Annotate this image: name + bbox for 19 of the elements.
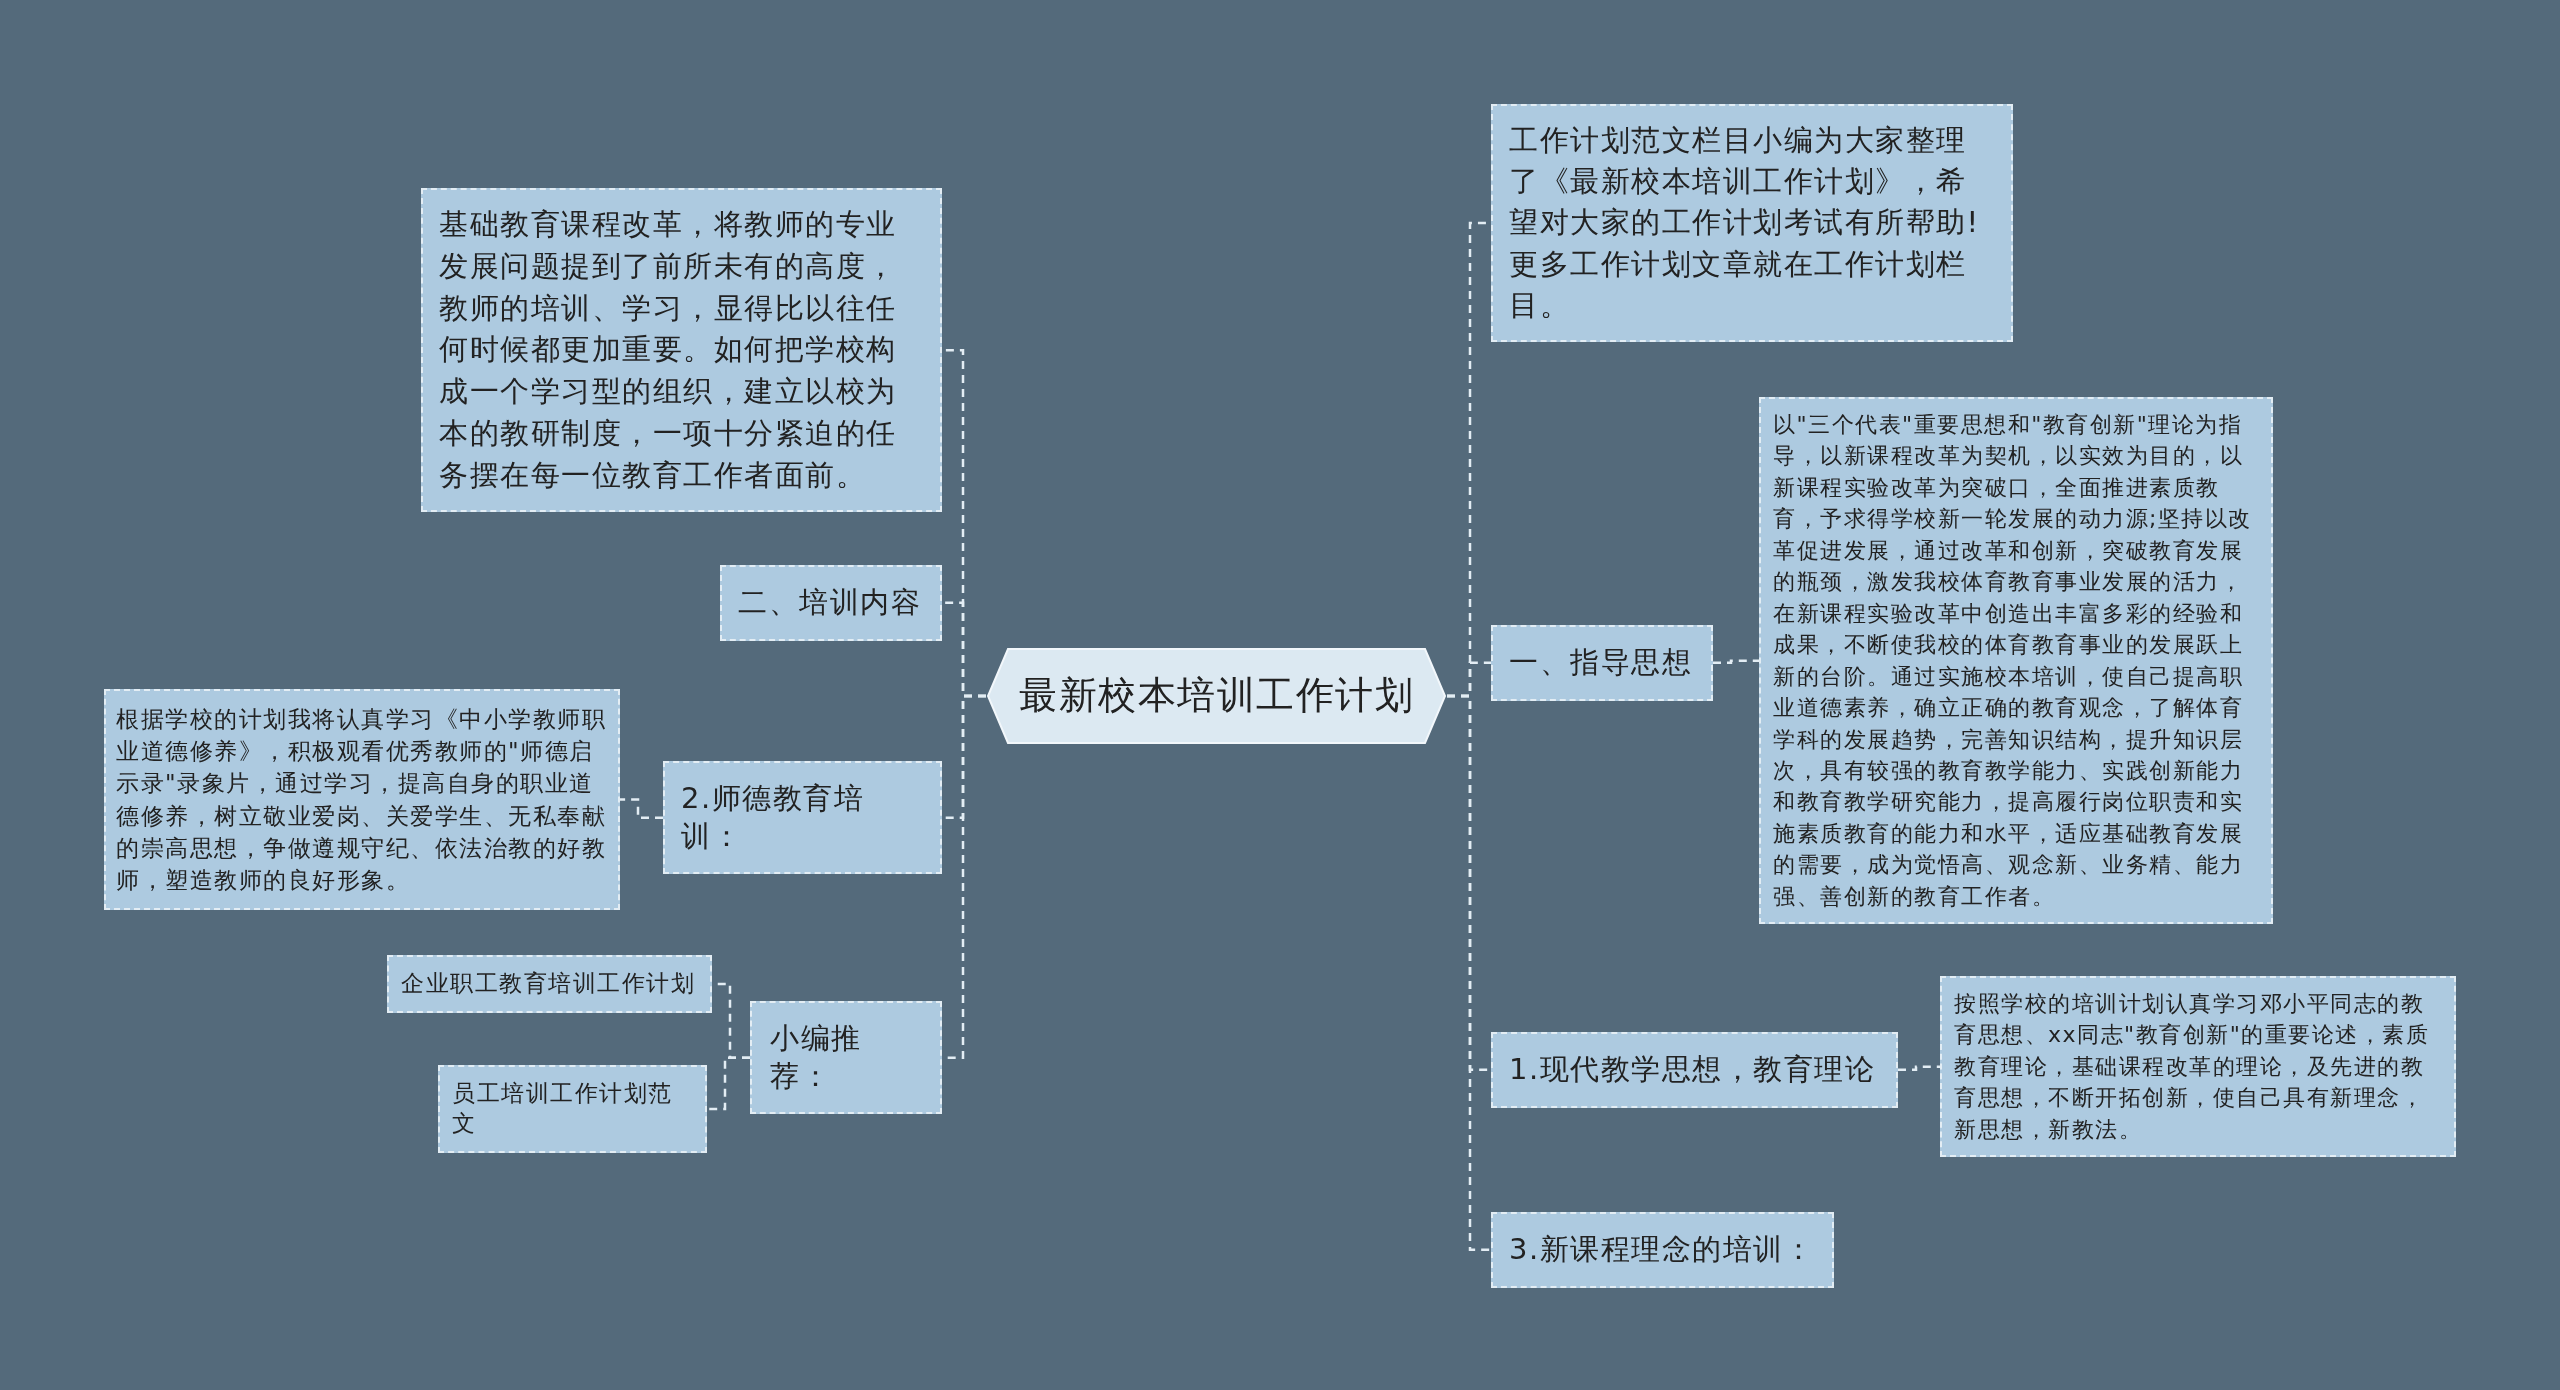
topic-box: 企业职工教育培训工作计划 xyxy=(387,955,712,1013)
topic-box: 2.师德教育培训： xyxy=(663,761,942,875)
topic-box: 小编推荐： xyxy=(750,1001,942,1115)
connector-line xyxy=(707,1056,750,1111)
topic-box: 二、培训内容 xyxy=(720,565,942,641)
title-hexagon: 最新校本培训工作计划 xyxy=(986,647,1447,745)
connector-line xyxy=(1447,694,1491,1252)
text-card: 根据学校的计划我将认真学习《中小学教师职业道德修养》，积极观看优秀教师的"师德启示录"录象片，通过学习，提高自身的职业道德修养，树立敬业爱岗、关爱学生、无私奉献的崇高思想，争做遵规守纪、依法治教的好教师，塑造教师的良好形象。 xyxy=(104,689,620,911)
topic-box: 员工培训工作计划范文 xyxy=(438,1065,707,1153)
connector-line xyxy=(620,798,663,819)
text-card: 工作计划范文栏目小编为大家整理了《最新校本培训工作计划》，希望对大家的工作计划考试有所帮助!更多工作计划文章就在工作计划栏目。 xyxy=(1491,104,2013,342)
topic-box: 3.新课程理念的培训： xyxy=(1491,1212,1834,1288)
connector-line xyxy=(1898,1065,1940,1072)
text-card: 以"三个代表"重要思想和"教育创新"理论为指导，以新课程改革为契机，以实效为目的，以新课程实验改革为突破口，全面推进素质教育，予求得学校新一轮发展的动力源;坚持以改革促进发展，通过改革和创新，突破教育发展的瓶颈，激发我校体育教育事业发展的活力，在新课程实验改革中创造出丰富多彩的经验和成果，不断使我校的体育教育事业的发展跃上新的台阶。通过实施校本培训，使自己提高职业道德素养，确立正确的教育观念，了解体育学科的发展趋势，完善知识结构，提升知识层次，具有较强的教育教学能力、实践创新能力和教育教学研究能力，提高履行岗位职责和实施素质教育的能力和水平，适应基础教育发展的需要，成为觉悟高、观念新、业务精、能力强、善创新的教育工作者。 xyxy=(1759,397,2273,925)
connector-line xyxy=(1713,659,1759,665)
topic-box: 一、指导思想 xyxy=(1491,625,1713,701)
text-card: 基础教育课程改革，将教师的专业发展问题提到了前所未有的高度，教师的培训、学习，显得比以往任何时候都更加重要。如何把学校构成一个学习型的组织，建立以校为本的教研制度，一项十分紧迫的任务摆在每一位教育工作者面前。 xyxy=(421,188,942,513)
text-card: 按照学校的培训计划认真学习邓小平同志的教育思想、xx同志"教育创新"的重要论述，素质教育理论，基础课程改革的理论，及先进的教育思想，不断开拓创新，使自己具有新理念，新思想，新教法。 xyxy=(1940,976,2456,1158)
topic-box: 1.现代教学思想，教育理论 xyxy=(1491,1032,1898,1108)
